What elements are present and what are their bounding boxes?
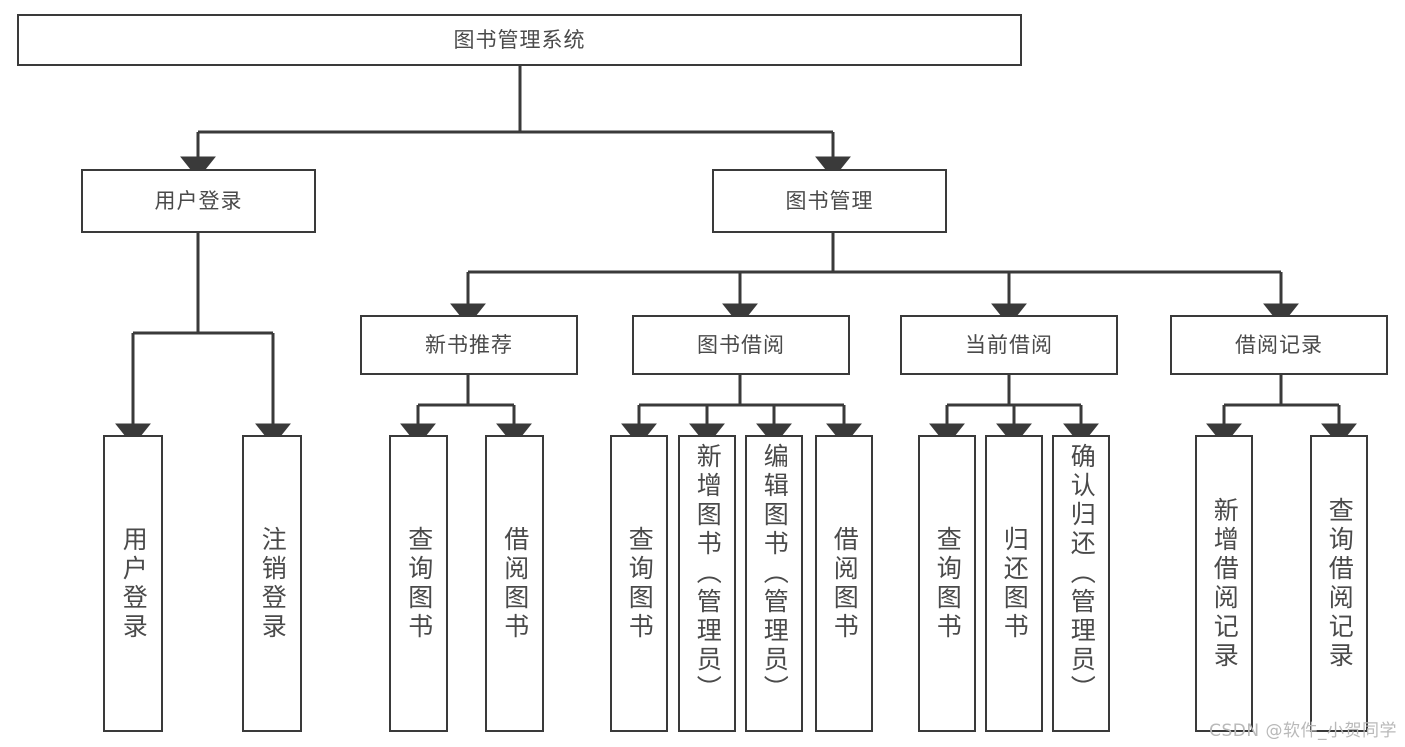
- node-user-login-branch[interactable]: 用户登录: [81, 169, 316, 233]
- node-label: 用户登录: [119, 525, 149, 642]
- node-label: 查询借阅记录: [1325, 496, 1355, 671]
- leaf-query-book-borrow[interactable]: 查询图书: [610, 435, 668, 732]
- leaf-edit-book-admin[interactable]: 编辑图书（管理员）: [745, 435, 803, 732]
- node-label: 用户登录: [154, 188, 243, 213]
- leaf-query-book-recommend[interactable]: 查询图书: [389, 435, 448, 732]
- leaf-logout[interactable]: 注销登录: [242, 435, 302, 732]
- leaf-add-borrow-record[interactable]: 新增借阅记录: [1195, 435, 1253, 732]
- node-label: 借阅图书: [500, 525, 530, 642]
- node-label: 确认归还（管理员）: [1067, 443, 1097, 704]
- node-label: 当前借阅: [965, 332, 1053, 357]
- leaf-confirm-return-admin[interactable]: 确认归还（管理员）: [1052, 435, 1110, 732]
- node-book-borrow[interactable]: 图书借阅: [632, 315, 850, 375]
- node-label: 新增图书（管理员）: [693, 443, 723, 704]
- node-label: 查询图书: [933, 525, 963, 642]
- leaf-borrow-book-recommend[interactable]: 借阅图书: [485, 435, 544, 732]
- node-root-system[interactable]: 图书管理系统: [17, 14, 1022, 66]
- node-label: 查询图书: [625, 525, 655, 642]
- node-new-book-recommend[interactable]: 新书推荐: [360, 315, 578, 375]
- node-label: 借阅记录: [1235, 332, 1323, 357]
- leaf-return-book[interactable]: 归还图书: [985, 435, 1043, 732]
- watermark-text: CSDN @软件_小贺同学: [1209, 721, 1397, 741]
- node-label: 查询图书: [404, 525, 434, 642]
- leaf-query-book-current[interactable]: 查询图书: [918, 435, 976, 732]
- node-label: 新增借阅记录: [1210, 496, 1240, 671]
- node-label: 图书管理: [785, 188, 874, 213]
- node-label: 编辑图书（管理员）: [760, 443, 790, 704]
- leaf-add-book-admin[interactable]: 新增图书（管理员）: [678, 435, 736, 732]
- leaf-query-borrow-record[interactable]: 查询借阅记录: [1310, 435, 1368, 732]
- node-book-management-branch[interactable]: 图书管理: [712, 169, 947, 233]
- leaf-user-login[interactable]: 用户登录: [103, 435, 163, 732]
- node-label: 图书管理系统: [453, 27, 586, 52]
- node-label: 图书借阅: [697, 332, 785, 357]
- node-label: 归还图书: [1000, 525, 1030, 642]
- leaf-borrow-book[interactable]: 借阅图书: [815, 435, 873, 732]
- node-label: 注销登录: [258, 525, 288, 642]
- node-current-borrow[interactable]: 当前借阅: [900, 315, 1118, 375]
- node-label: 借阅图书: [830, 525, 860, 642]
- node-borrow-record[interactable]: 借阅记录: [1170, 315, 1388, 375]
- node-label: 新书推荐: [425, 332, 513, 357]
